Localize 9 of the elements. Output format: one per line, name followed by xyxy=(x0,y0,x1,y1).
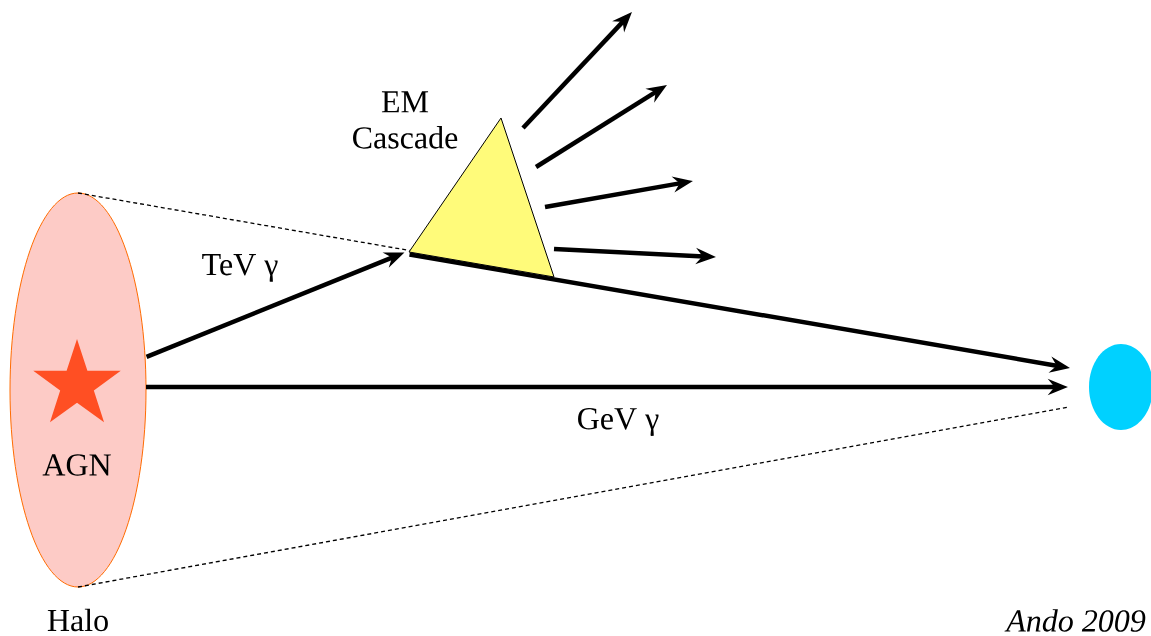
edge-label: TeV γ xyxy=(199,252,281,284)
edge-label: GeV γ xyxy=(574,406,662,438)
cascade-triangle: EM Cascade xyxy=(353,91,555,278)
star: AGN xyxy=(33,339,121,476)
node-label: Halo xyxy=(47,608,108,632)
node-label: EM xyxy=(381,91,429,113)
citation-text: Ando 2009 xyxy=(1004,609,1146,632)
node-label: AGN xyxy=(42,454,111,476)
dashed-line xyxy=(77,406,1070,588)
